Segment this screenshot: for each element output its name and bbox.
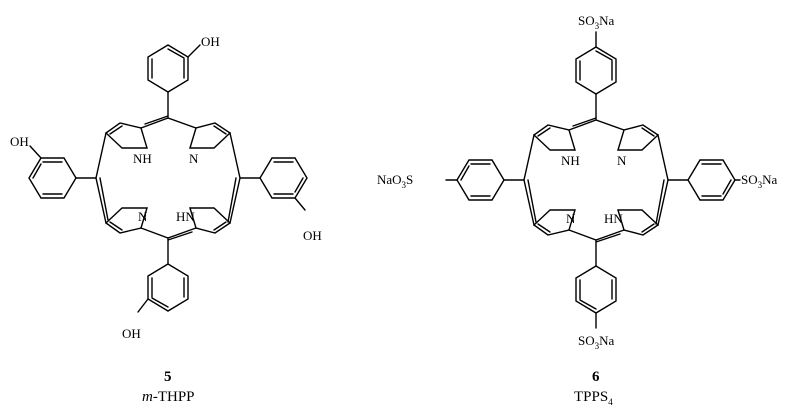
so3na-right-6: SO3Na [741,172,778,190]
aryl-left-6 [445,159,525,201]
hn-label-5: HN [176,209,195,224]
aryl-bottom-5 [137,237,189,313]
compound-6-name: TPPS4 [574,389,613,407]
hn-label-6: HN [604,211,623,226]
oh-top-5: OH [201,34,220,49]
compound-5-name-suffix: -THPP [153,389,195,405]
oh-bottom-5: OH [122,326,141,341]
so3na-left-6: NaO3S [377,172,413,190]
compound-5-mthpp: NH N N HN OH OH OH [10,34,322,405]
so3na-top-6: SO3Na [578,13,615,31]
nh-label-6: NH [561,153,580,168]
compound-5-name-prefix: m [142,389,153,405]
aryl-right-6 [667,159,741,201]
porphyrin-core-5 [95,115,241,241]
nh-label-5: NH [133,151,152,166]
compound-6-name-main: TPPS [574,389,608,405]
compound-5-number: 5 [164,369,172,385]
n-label-5b: N [138,209,148,224]
aryl-left-5 [28,145,97,199]
aryl-bottom-6 [575,239,617,329]
compound-6-tpps4: NH N N HN SO3Na NaO3S SO3Na [377,13,778,407]
aryl-top-6 [575,31,617,121]
compound-5-name: m-THPP [142,389,195,405]
so3na-bottom-6: SO3Na [578,333,615,351]
n-label-5a: N [189,151,199,166]
n-label-6a: N [617,153,627,168]
aryl-right-5 [239,157,308,211]
porphyrin-core-6 [523,117,669,243]
compound-6-name-sub: 4 [608,397,613,407]
n-label-6b: N [566,211,576,226]
compound-6-number: 6 [592,369,600,385]
oh-right-5: OH [303,228,322,243]
aryl-top-5 [147,44,201,119]
oh-left-5: OH [10,134,29,149]
